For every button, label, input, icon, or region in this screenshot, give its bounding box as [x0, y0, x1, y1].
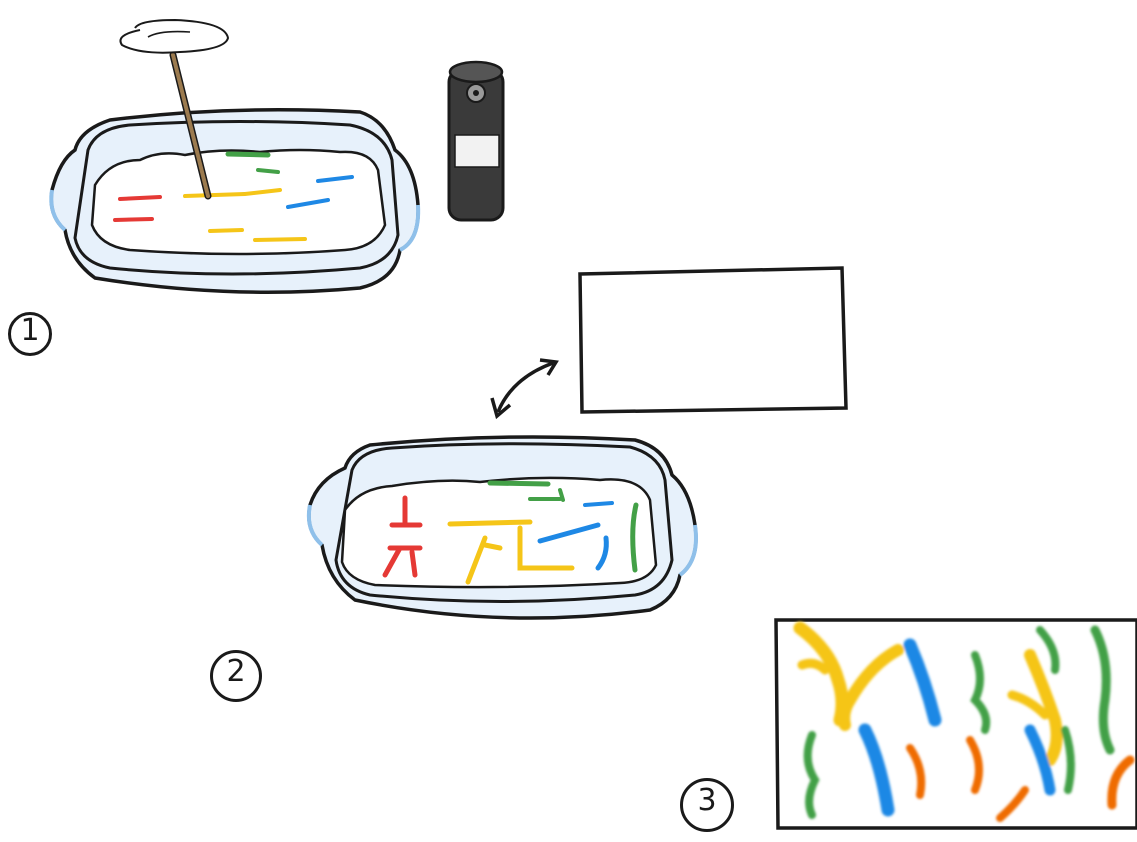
dish-step-2 — [309, 437, 696, 618]
marbled-paper — [776, 620, 1137, 828]
dish-step-1 — [51, 110, 418, 292]
blank-paper — [580, 268, 846, 412]
spray-can — [449, 62, 503, 220]
double-arrow — [492, 360, 556, 416]
